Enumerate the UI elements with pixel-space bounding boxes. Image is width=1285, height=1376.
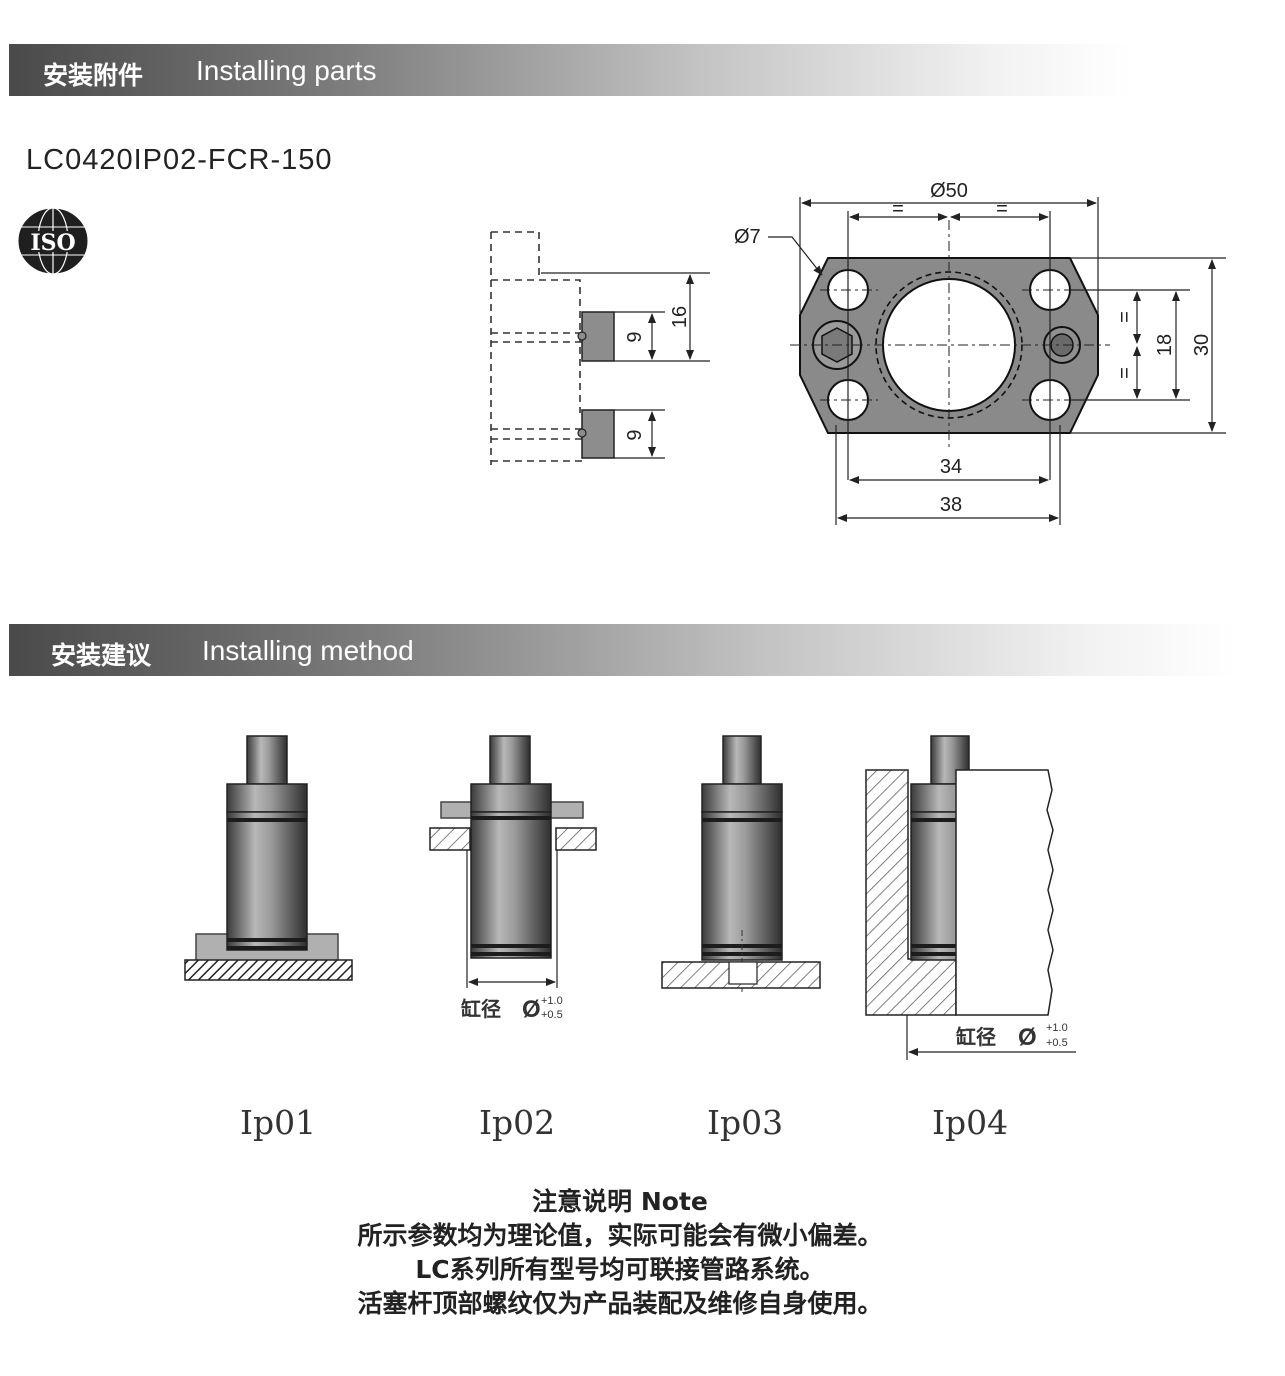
dim-34: 34 [940,456,962,478]
method-label-ip02: Ip02 [479,1103,556,1142]
bore-dia-symbol: Ø [522,996,541,1023]
notes-line-1: 所示参数均为理论值，实际可能会有微小偏差。 [357,1221,883,1250]
notes-title: 注意说明 Note [532,1187,708,1216]
dim-9-upper: 9 [624,331,646,342]
dim-equal-right: = [996,198,1008,220]
side-view-drawing: 16 9 9 [490,231,710,465]
dim-16: 16 [669,306,691,328]
bore-label-cn-ip04: 缸径 [956,1025,996,1049]
method-label-ip03: Ip03 [707,1103,784,1142]
method-label-ip04: Ip04 [932,1103,1009,1142]
bore-tol-lower: +0.5 [541,1009,563,1021]
method-label-ip01: Ip01 [240,1103,317,1142]
dim-18: 18 [1154,334,1176,356]
bore-tol-upper: +1.0 [541,995,563,1007]
section-title-en: Installing method [202,635,414,666]
install-method-ip02-drawing: 缸径 Ø +1.0 +0.5 [429,735,597,1023]
notes-block: 注意说明 Note 所示参数均为理论值，实际可能会有微小偏差。 LC系列所有型号… [0,1185,1240,1321]
install-method-ip04-drawing: 缸径 Ø +1.0 +0.5 [865,735,1076,1060]
section-title-cn: 安装附件 [43,61,144,90]
section-title-cn: 安装建议 [51,641,152,670]
iso-globe-logo: ISO [17,207,89,275]
dim-9-lower: 9 [624,429,646,440]
dim-dia-50: Ø50 [930,180,968,202]
flange-plate-drawing: Ø50 = = Ø7 34 38 30 18 = = [734,180,1226,525]
bore-dia-symbol-ip04: Ø [1018,1024,1037,1051]
install-method-ip01-drawing [184,735,353,981]
dim-equal-lower: = [1114,367,1136,379]
section-header-installing-parts: 安装附件 Installing parts [9,44,1131,96]
dim-30: 30 [1191,334,1213,356]
dim-equal-upper: = [1114,311,1136,323]
dim-equal-left: = [892,198,904,220]
dim-dia-7: Ø7 [734,226,761,248]
dim-38: 38 [940,494,962,516]
section-header-installing-method: 安装建议 Installing method [9,624,1237,676]
section-title-en: Installing parts [196,55,377,86]
notes-line-3: 活塞杆顶部螺纹仅为产品装配及维修自身使用。 [357,1289,883,1318]
bore-label-cn: 缸径 [461,997,501,1021]
iso-logo-text: ISO [30,230,75,256]
bore-tol-upper-ip04: +1.0 [1046,1022,1068,1034]
model-code: LC0420IP02-FCR-150 [26,144,333,176]
install-method-ip03-drawing [661,735,821,995]
notes-line-2: LC系列所有型号均可联接管路系统。 [415,1255,825,1284]
bore-tol-lower-ip04: +0.5 [1046,1037,1068,1049]
